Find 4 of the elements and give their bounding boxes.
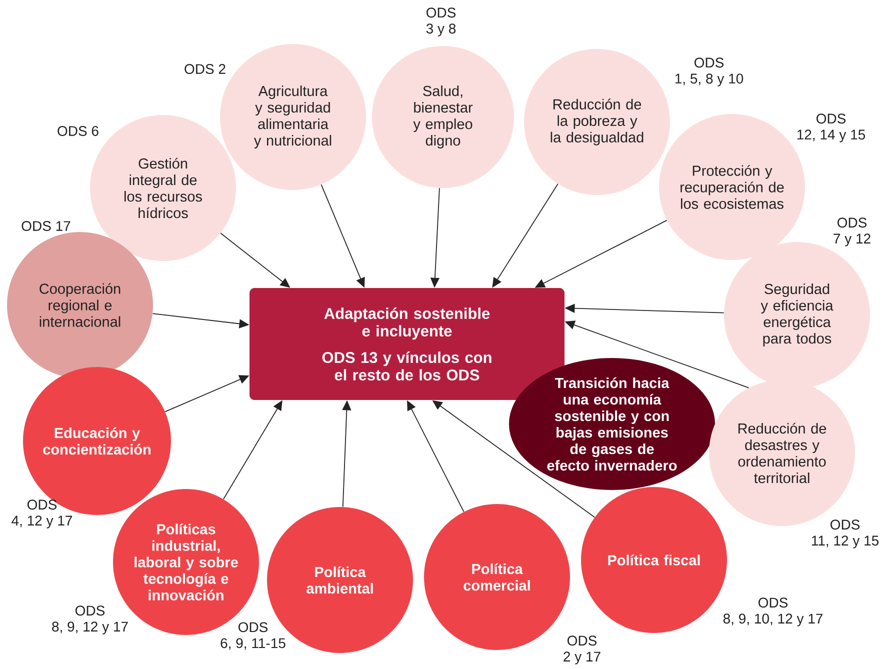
ods-label: ODS 3 y 8 [426, 8, 456, 36]
ods-label: ODS 17 [22, 221, 70, 231]
ods-label: ODS 8, 9, 12 y 17 [52, 606, 128, 634]
ods-label: ODS 1, 5, 8 y 10 [675, 58, 744, 86]
